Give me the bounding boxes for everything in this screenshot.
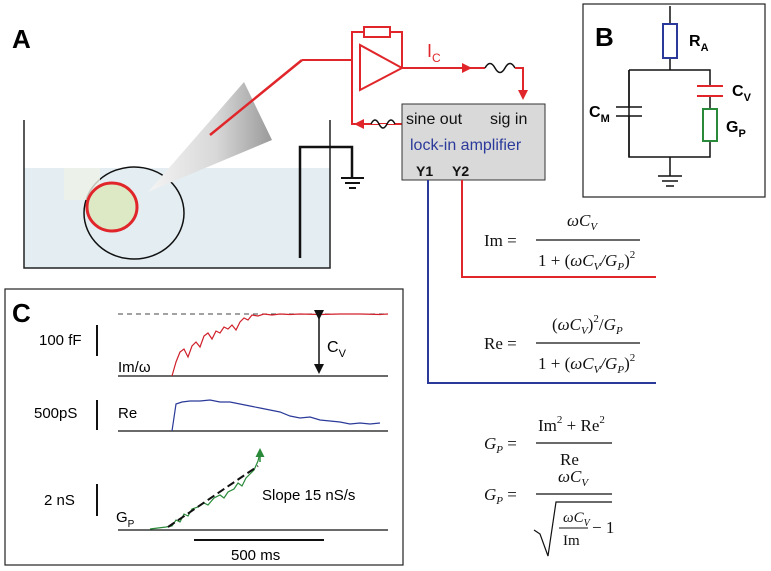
svg-text:CV: CV	[327, 339, 347, 360]
im-trace	[171, 313, 389, 377]
output-y2: Y2	[452, 163, 469, 179]
sine-out-path	[354, 119, 400, 129]
sig-in-label: sig in	[490, 111, 527, 128]
svg-text:Im =: Im =	[484, 231, 517, 250]
svg-text:GP: GP	[116, 509, 135, 530]
amplifier-name: lock-in amplifier	[410, 137, 522, 154]
equation-im: Im = ωCV 1 + (ωCV/GP)2	[484, 211, 640, 273]
sine-wave-icon	[484, 62, 516, 74]
gp-scale-label: 2 nS	[44, 492, 75, 509]
svg-text:1 + (ωCV/GP)2: 1 + (ωCV/GP)2	[538, 352, 635, 376]
svg-text:CV: CV	[732, 83, 752, 104]
conductance-gp	[702, 108, 718, 142]
re-scale-label: 500pS	[34, 405, 77, 422]
im-scale-label: 100 fF	[39, 332, 82, 349]
time-scale-label: 500 ms	[231, 547, 280, 564]
svg-text:Re =: Re =	[484, 334, 517, 353]
panel-label-b: B	[595, 22, 614, 52]
panel-b: B RA CV GP CM	[582, 3, 766, 198]
svg-text:GP =: GP =	[484, 434, 517, 456]
lock-in-amplifier: sine out sig in lock-in amplifier Y1 Y2	[401, 103, 546, 181]
resistor-ra	[662, 23, 678, 59]
svg-text:CM: CM	[589, 104, 610, 125]
current-path	[402, 62, 528, 100]
sine-out-label: sine out	[406, 111, 463, 128]
equation-gp-2: GP = ωCV ωCV Im − 1	[484, 467, 614, 557]
svg-text:ωCV: ωCV	[563, 510, 592, 529]
panel-label-a: A	[12, 24, 31, 54]
cell	[64, 166, 185, 260]
sine-wave-icon	[370, 119, 396, 129]
ra-label: R	[689, 33, 701, 50]
equation-re: Re = (ωCV)2/GP 1 + (ωCV/GP)2	[484, 313, 640, 376]
svg-text:Re: Re	[560, 450, 579, 469]
cv-marker-label: C	[327, 339, 339, 356]
pipette	[148, 59, 303, 192]
y1-output-line	[427, 180, 656, 384]
output-y1: Y1	[416, 163, 433, 179]
slope-label: Slope 15 nS/s	[262, 487, 355, 504]
gp-trace-label: G	[116, 509, 128, 526]
svg-text:ωCV: ωCV	[567, 211, 598, 233]
panel-label-c: C	[12, 298, 31, 328]
svg-text:1 + (ωCV/GP)2: 1 + (ωCV/GP)2	[538, 249, 635, 273]
re-trace-label: Re	[118, 405, 137, 422]
im-trace-label: Im/ω	[118, 359, 151, 376]
feedback-circuit	[302, 26, 415, 125]
svg-text:RA: RA	[689, 33, 709, 54]
amplifier-symbol	[359, 43, 405, 92]
svg-text:Im: Im	[563, 533, 580, 549]
gp-trace	[149, 451, 261, 530]
re-trace	[171, 399, 381, 432]
equation-gp-1: GP = Im2 + Re2 Re	[484, 414, 612, 469]
svg-text:IC: IC	[427, 41, 441, 65]
svg-text:GP =: GP =	[484, 485, 517, 507]
cv-label: C	[732, 83, 744, 100]
current-label: I	[427, 41, 432, 61]
svg-text:− 1: − 1	[592, 518, 614, 537]
svg-text:Im2 + Re2: Im2 + Re2	[538, 414, 605, 435]
y2-output-line	[461, 180, 656, 278]
cm-label: C	[589, 104, 601, 121]
slope-fit-line	[167, 465, 259, 528]
svg-text:(ωCV)2/GP: (ωCV)2/GP	[552, 313, 623, 337]
svg-text:GP: GP	[726, 119, 746, 140]
bath-ground-electrode	[298, 145, 364, 258]
svg-text:ωCV: ωCV	[558, 467, 589, 489]
gp-label: G	[726, 119, 738, 136]
panel-c: C 100 fF Im/ω CV 500pS Re 2 nS GP Slope …	[4, 288, 404, 566]
